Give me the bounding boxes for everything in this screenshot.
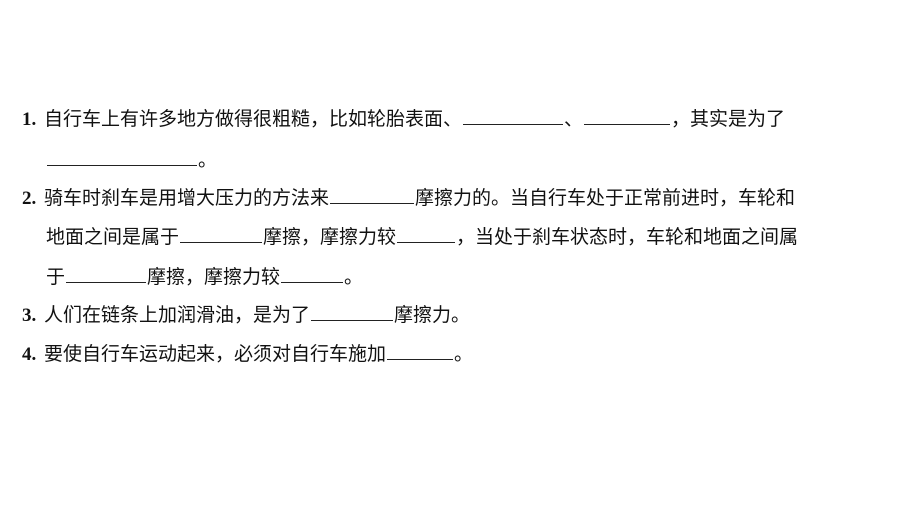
answer-blank[interactable]: [47, 147, 197, 166]
answer-blank[interactable]: [387, 341, 454, 360]
question-1-line-1: 1. 自行车上有许多地方做得很粗糙，比如轮胎表面、 、 ，其实是为了: [22, 104, 785, 134]
answer-blank[interactable]: [330, 185, 415, 204]
question-text: 于: [46, 266, 66, 288]
question-2-line-1: 2. 骑车时刹车是用增大压力的方法来 摩擦力的。当自行车处于正常前进时，车轮和: [22, 183, 795, 213]
question-text: ，当处于刹车状态时，车轮和地面之间属: [456, 226, 799, 248]
question-text: ，其实是为了: [671, 108, 786, 130]
answer-blank[interactable]: [66, 264, 147, 283]
answer-blank[interactable]: [281, 264, 344, 283]
question-number: 1.: [22, 109, 37, 130]
question-number: 4.: [22, 344, 37, 365]
question-text: 摩擦，摩擦力较: [147, 266, 281, 288]
question-number: 2.: [22, 188, 37, 209]
question-1-line-2: 。: [46, 145, 217, 175]
question-3-line-1: 3. 人们在链条上加润滑油，是为了 摩擦力。: [22, 300, 470, 330]
answer-blank[interactable]: [311, 302, 394, 321]
question-2-line-3: 于 摩擦，摩擦力较 。: [46, 262, 363, 292]
question-text: 。: [198, 149, 218, 171]
answer-blank[interactable]: [463, 106, 564, 125]
question-text: 摩擦力。: [394, 304, 471, 326]
question-text: 要使自行车运动起来，必须对自行车施加: [44, 343, 387, 365]
question-text: 。: [344, 266, 364, 288]
question-text: 摩擦，摩擦力较: [263, 226, 397, 248]
question-text: 。: [454, 343, 474, 365]
answer-blank[interactable]: [397, 224, 456, 243]
question-text: 人们在链条上加润滑油，是为了: [44, 304, 311, 326]
question-text: 骑车时刹车是用增大压力的方法来: [44, 187, 330, 209]
answer-blank[interactable]: [584, 106, 671, 125]
question-2-line-2: 地面之间是属于 摩擦，摩擦力较 ，当处于刹车状态时，车轮和地面之间属: [46, 222, 798, 252]
question-text: 自行车上有许多地方做得很粗糙，比如轮胎表面、: [44, 108, 463, 130]
question-text: 地面之间是属于: [46, 226, 180, 248]
question-4-line-1: 4. 要使自行车运动起来，必须对自行车施加 。: [22, 339, 473, 369]
question-text: 摩擦力的。当自行车处于正常前进时，车轮和: [415, 187, 796, 209]
question-number: 3.: [22, 305, 37, 326]
question-text: 、: [564, 108, 584, 130]
answer-blank[interactable]: [180, 224, 263, 243]
